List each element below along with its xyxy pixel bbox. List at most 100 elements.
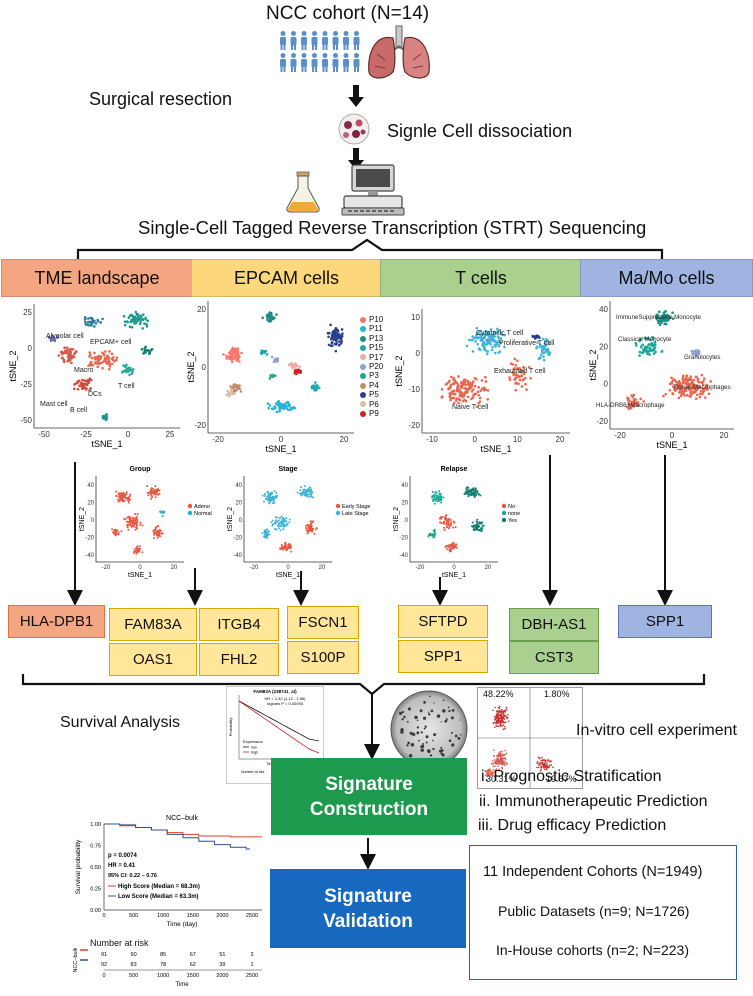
stage-legend-dot	[335, 510, 341, 516]
colony	[436, 714, 441, 718]
mamo-point	[691, 381, 694, 385]
mamo-point	[671, 379, 675, 382]
group-ytick: 40	[87, 483, 94, 489]
group-point	[161, 515, 164, 518]
colony	[431, 739, 434, 742]
flow-event	[539, 770, 542, 772]
group-xlabel: tSNE_1	[128, 572, 152, 579]
flow-event	[501, 753, 504, 755]
stage-point	[303, 484, 306, 487]
group-point	[149, 493, 152, 496]
colony	[450, 716, 454, 720]
tme-point	[128, 325, 132, 329]
flow-event	[499, 711, 502, 713]
tme-point	[108, 363, 112, 366]
cohorts-public: Public Datasets (n=9; N=1726)	[498, 903, 690, 919]
tcell-ytick: -10	[408, 385, 420, 394]
mamo-point	[671, 391, 674, 395]
mamo-point	[657, 310, 661, 314]
flow-q2: 1.80%	[544, 689, 570, 699]
flow-event	[503, 725, 506, 728]
km-legend-low: low	[251, 746, 257, 750]
person-body	[343, 59, 349, 67]
relapse-legend-dot	[501, 510, 507, 516]
legend-dot	[360, 382, 366, 389]
epcam-point	[230, 360, 234, 364]
tcell-xtick: -10	[426, 435, 438, 444]
stage-point	[274, 521, 277, 524]
group-point	[134, 513, 137, 516]
tme-label: Macro	[74, 367, 94, 374]
relapse-point	[438, 490, 441, 493]
flow-event	[546, 763, 548, 765]
person-body	[280, 59, 286, 67]
tcell-point	[475, 405, 479, 408]
flow-event	[543, 762, 546, 764]
stage-point	[300, 486, 303, 489]
group-xtick: 0	[138, 565, 142, 571]
person-leg	[304, 44, 307, 50]
mamo-point	[698, 392, 702, 396]
flow-event	[492, 709, 494, 712]
colony	[439, 749, 443, 753]
mamo-point	[638, 350, 642, 354]
tme-point	[143, 322, 146, 325]
risk-high-value: 67	[190, 952, 196, 958]
mamo-point	[645, 350, 649, 354]
tme-point	[70, 356, 73, 360]
person-leg	[294, 66, 296, 72]
flow-event	[504, 757, 507, 760]
flow-event	[504, 727, 506, 730]
epcam-point	[340, 339, 344, 343]
epcam-point	[293, 370, 297, 373]
mamo-point	[644, 345, 647, 349]
tme-point	[81, 386, 85, 389]
tcell-point	[514, 364, 518, 367]
mamo-point	[664, 322, 668, 326]
flow-event	[495, 775, 498, 777]
flow-event	[538, 764, 540, 767]
ncc-ci: 95% CI: 0.22 – 0.76	[108, 873, 157, 879]
relapse-ytick: 40	[401, 483, 408, 489]
epcam-point	[229, 390, 233, 393]
risk-low-value: 78	[160, 962, 166, 968]
stage-point	[264, 498, 267, 501]
person-head	[312, 53, 317, 58]
tcell-point	[474, 340, 477, 343]
relapse-point	[433, 502, 436, 505]
tcell-label: Cytotoxic T cell	[476, 330, 524, 337]
relapse-point	[465, 486, 468, 489]
tme-point	[84, 317, 87, 321]
epcam-point	[338, 334, 342, 338]
tcell-point	[522, 365, 525, 369]
legend-label: P6	[369, 399, 379, 409]
relapse-point	[434, 499, 437, 502]
mamo-point	[705, 388, 709, 391]
epcam-xlabel: tSNE_1	[265, 444, 296, 454]
gene-fam83a: FAM83A	[109, 608, 197, 641]
relapse-point	[438, 497, 441, 500]
relapse-point	[449, 519, 452, 522]
mamo-point	[630, 400, 634, 404]
tcell-point	[482, 341, 486, 345]
group-point	[152, 531, 155, 534]
flow-event	[500, 708, 503, 711]
epcam-point	[267, 406, 271, 410]
tcell-label: Naive T cell	[452, 404, 489, 411]
relapse-point	[473, 496, 476, 499]
relapse-point	[468, 492, 471, 495]
tcell-ytick: -20	[408, 421, 420, 430]
legend-dot	[360, 401, 366, 408]
tcell-xtick: 10	[513, 435, 522, 444]
relapse-point	[470, 493, 473, 496]
relapse-point	[443, 522, 446, 525]
mamo-points	[625, 310, 713, 410]
tme-point	[128, 366, 132, 370]
tme-point	[130, 325, 134, 329]
relapse-point	[463, 493, 466, 496]
stage-point	[311, 496, 314, 499]
tme-point	[70, 361, 73, 365]
person-body	[332, 37, 339, 45]
group-point	[117, 498, 120, 501]
